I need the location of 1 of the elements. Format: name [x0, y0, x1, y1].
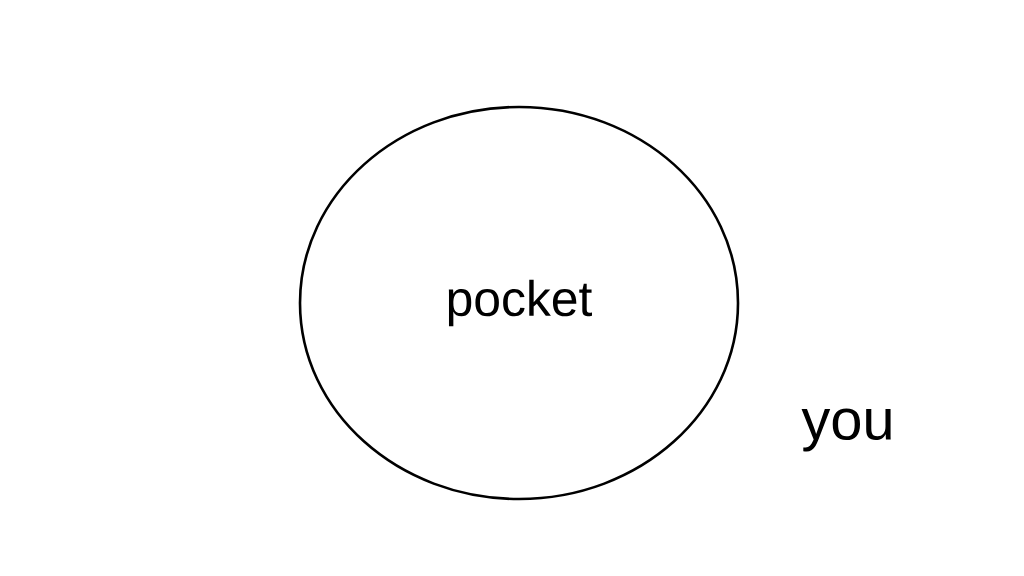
text-label: you [801, 408, 891, 452]
